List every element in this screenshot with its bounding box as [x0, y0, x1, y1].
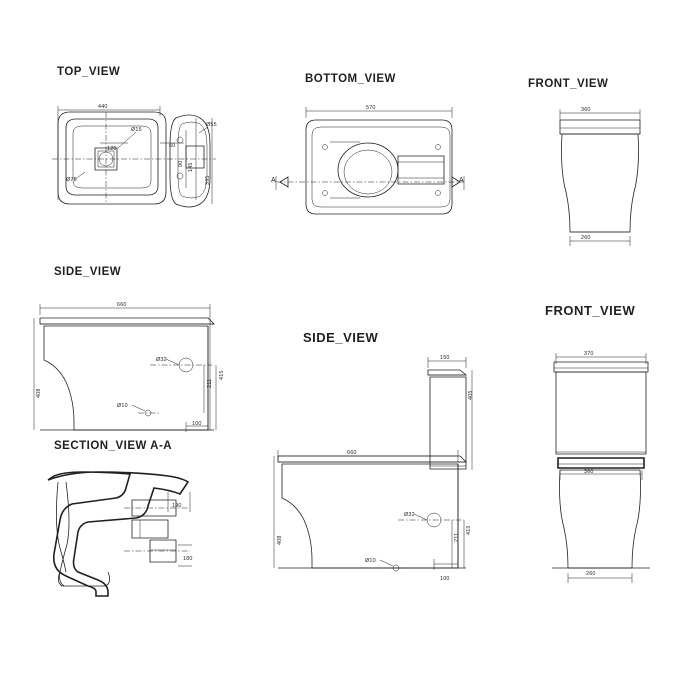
view-title-side-view-pan: SIDE_VIEW [54, 266, 122, 278]
dim-section-mark-a-right: A [459, 177, 464, 184]
side-view-pan-geometry [33, 304, 217, 432]
dim-top-120: 120 [107, 146, 117, 152]
dim-frontfull-360: 360 [584, 469, 594, 475]
dim-sidepan-d32: Ø32 [156, 357, 167, 363]
dim-section-190: 190 [172, 503, 182, 509]
dim-top-60: 60 [169, 143, 176, 149]
bottom-view-geometry [275, 107, 465, 215]
side-view-full-geometry [273, 357, 473, 572]
dim-sidepan-100: 100 [192, 421, 202, 427]
view-title-front-view-full: FRONT_VIEW [545, 303, 636, 318]
dim-sidepan-d10: Ø10 [117, 403, 128, 409]
dim-frontpan-260: 260 [581, 235, 591, 241]
front-view-full-geometry [552, 353, 650, 583]
view-title-section-view: SECTION_VIEW A-A [54, 440, 173, 452]
section-view-geometry [47, 471, 192, 597]
dim-top-width: 440 [98, 104, 108, 110]
front-view-pan-geometry [559, 109, 641, 246]
dim-top-bolt55: Ø55 [206, 122, 217, 128]
dim-section-180: 180 [183, 556, 193, 562]
dim-sidefull-d10: Ø10 [365, 558, 376, 564]
view-title-front-view-pan: FRONT_VIEW [528, 78, 609, 90]
dim-sidefull-d32: Ø32 [404, 512, 415, 518]
dim-sidefull-150: 150 [440, 355, 450, 361]
dim-sidepan-660: 660 [117, 302, 127, 308]
dim-bottom-width: 570 [366, 105, 376, 111]
dim-sidefull-100: 100 [440, 576, 450, 582]
dim-frontfull-370: 370 [584, 351, 594, 357]
dim-top-hole15: Ø15 [131, 127, 142, 133]
dim-sidefull-660: 660 [347, 450, 357, 456]
dim-section-mark-a-left: A [271, 177, 276, 184]
dim-top-d75: Ø75 [66, 177, 77, 183]
top-view-geometry [52, 106, 216, 208]
dim-frontpan-360: 360 [581, 107, 591, 113]
view-title-bottom-view: BOTTOM_VIEW [305, 73, 396, 85]
view-title-top-view: TOP_VIEW [57, 66, 121, 78]
view-title-side-view-full: SIDE_VIEW [303, 330, 379, 345]
dim-frontfull-260: 260 [586, 571, 596, 577]
